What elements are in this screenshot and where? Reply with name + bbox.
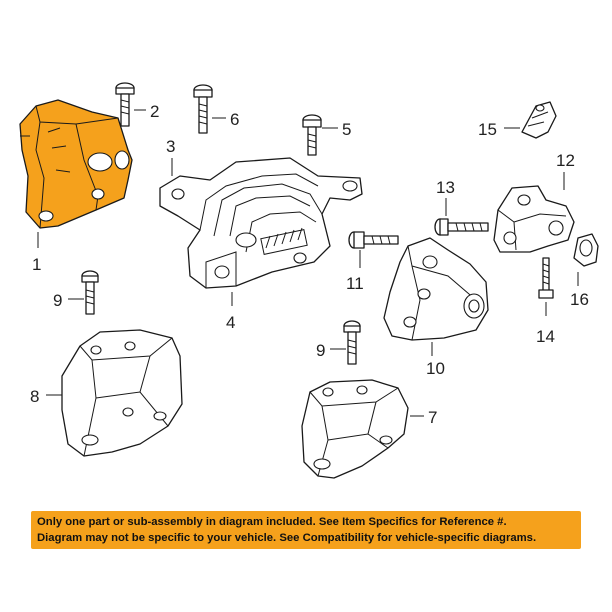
callout-10: 10 — [426, 359, 445, 378]
callout-15: 15 — [478, 120, 497, 139]
part-15-retainer-clip[interactable] — [521, 101, 557, 139]
part-1-transmission-mount-bracket[interactable] — [19, 99, 133, 229]
callout-2: 2 — [150, 102, 159, 121]
callout-14: 14 — [536, 327, 555, 346]
callout-6: 6 — [230, 110, 239, 129]
callout-9-upper: 9 — [53, 291, 62, 310]
part-9-bolt-upper[interactable] — [81, 270, 99, 315]
part-5-bolt[interactable] — [302, 114, 322, 156]
part-12-torque-strut[interactable] — [493, 185, 575, 253]
part-2-bolt[interactable] — [115, 82, 135, 127]
callout-13: 13 — [436, 178, 455, 197]
notice-line-1: Only one part or sub-assembly in diagram… — [37, 516, 507, 528]
part-4-engine-mount[interactable] — [159, 157, 363, 289]
callout-3: 3 — [166, 137, 175, 156]
part-9-bolt-lower[interactable] — [343, 320, 361, 365]
part-6-bolt[interactable] — [193, 84, 213, 134]
callout-5: 5 — [342, 120, 351, 139]
part-10-mount-bracket[interactable] — [383, 237, 489, 341]
part-13-bolt[interactable] — [434, 218, 489, 236]
part-16-bushing[interactable] — [573, 233, 599, 267]
notice-banner: Only one part or sub-assembly in diagram… — [31, 511, 581, 549]
part-14-stud[interactable] — [538, 257, 554, 299]
notice-line-2: Diagram may not be specific to your vehi… — [37, 532, 537, 544]
callout-16: 16 — [570, 290, 589, 309]
callout-11: 11 — [346, 274, 364, 293]
callout-12: 12 — [556, 151, 575, 170]
part-11-bolt[interactable] — [348, 231, 399, 249]
part-8-mount[interactable] — [61, 329, 183, 457]
part-7-mount[interactable] — [301, 379, 409, 479]
callout-8: 8 — [30, 387, 39, 406]
callout-1: 1 — [32, 255, 41, 274]
callout-9-lower: 9 — [316, 341, 325, 360]
callout-4: 4 — [226, 313, 235, 332]
callout-7: 7 — [428, 408, 437, 427]
